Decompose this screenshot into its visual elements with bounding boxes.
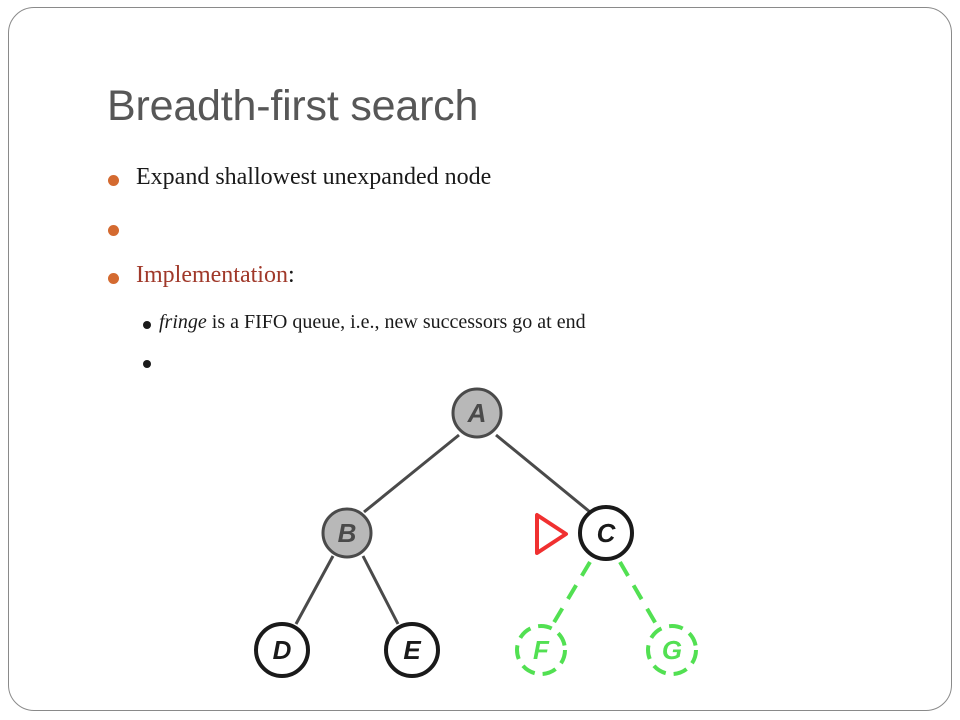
edge-a-b	[363, 433, 460, 514]
edge-c-f	[551, 560, 592, 626]
bullet-dot	[108, 175, 119, 186]
current-node-pointer-icon	[535, 513, 568, 555]
node-b-circle	[321, 507, 373, 559]
edge-a-c	[495, 433, 591, 514]
node-e-label: E	[403, 635, 421, 665]
node-a-circle	[451, 387, 503, 439]
node-c-circle	[578, 505, 634, 561]
node-g-circle	[646, 624, 698, 676]
bullet-dot	[108, 225, 119, 236]
node-f: F	[515, 624, 567, 676]
sub-bullet-text: fringe is a FIFO queue, i.e., new succes…	[159, 311, 586, 334]
node-a-label: A	[467, 398, 487, 428]
node-d-label: D	[273, 635, 292, 665]
slide-frame	[8, 7, 952, 711]
node-d-circle	[254, 622, 310, 678]
node-f-label: F	[533, 635, 550, 665]
node-g-label: G	[662, 635, 682, 665]
bullet-text: Expand shallowest unexpanded node	[136, 164, 492, 190]
edge-b-e	[361, 555, 400, 625]
bullet-text: Implementation:	[136, 262, 295, 289]
node-b: B	[321, 507, 373, 559]
edge-c-g	[618, 560, 658, 626]
node-c: C	[578, 505, 634, 561]
node-b-label: B	[338, 518, 357, 548]
sub-bullet-dot	[143, 360, 151, 368]
fringe-description: is a FIFO queue, i.e., new successors go…	[206, 311, 586, 333]
node-c-label: C	[597, 518, 617, 548]
slide-title: Breadth-first search	[107, 82, 479, 130]
node-e: E	[384, 622, 440, 678]
node-g: G	[646, 624, 698, 676]
node-f-circle	[515, 624, 567, 676]
bullet-dot	[108, 273, 119, 284]
node-e-circle	[384, 622, 440, 678]
sub-bullet-dot	[143, 321, 151, 329]
node-a: A	[451, 387, 503, 439]
implementation-label: Implementation	[136, 262, 288, 288]
implementation-colon: :	[287, 262, 295, 288]
node-d: D	[254, 622, 310, 678]
edge-b-d	[294, 555, 335, 625]
fringe-term: fringe	[159, 311, 207, 333]
